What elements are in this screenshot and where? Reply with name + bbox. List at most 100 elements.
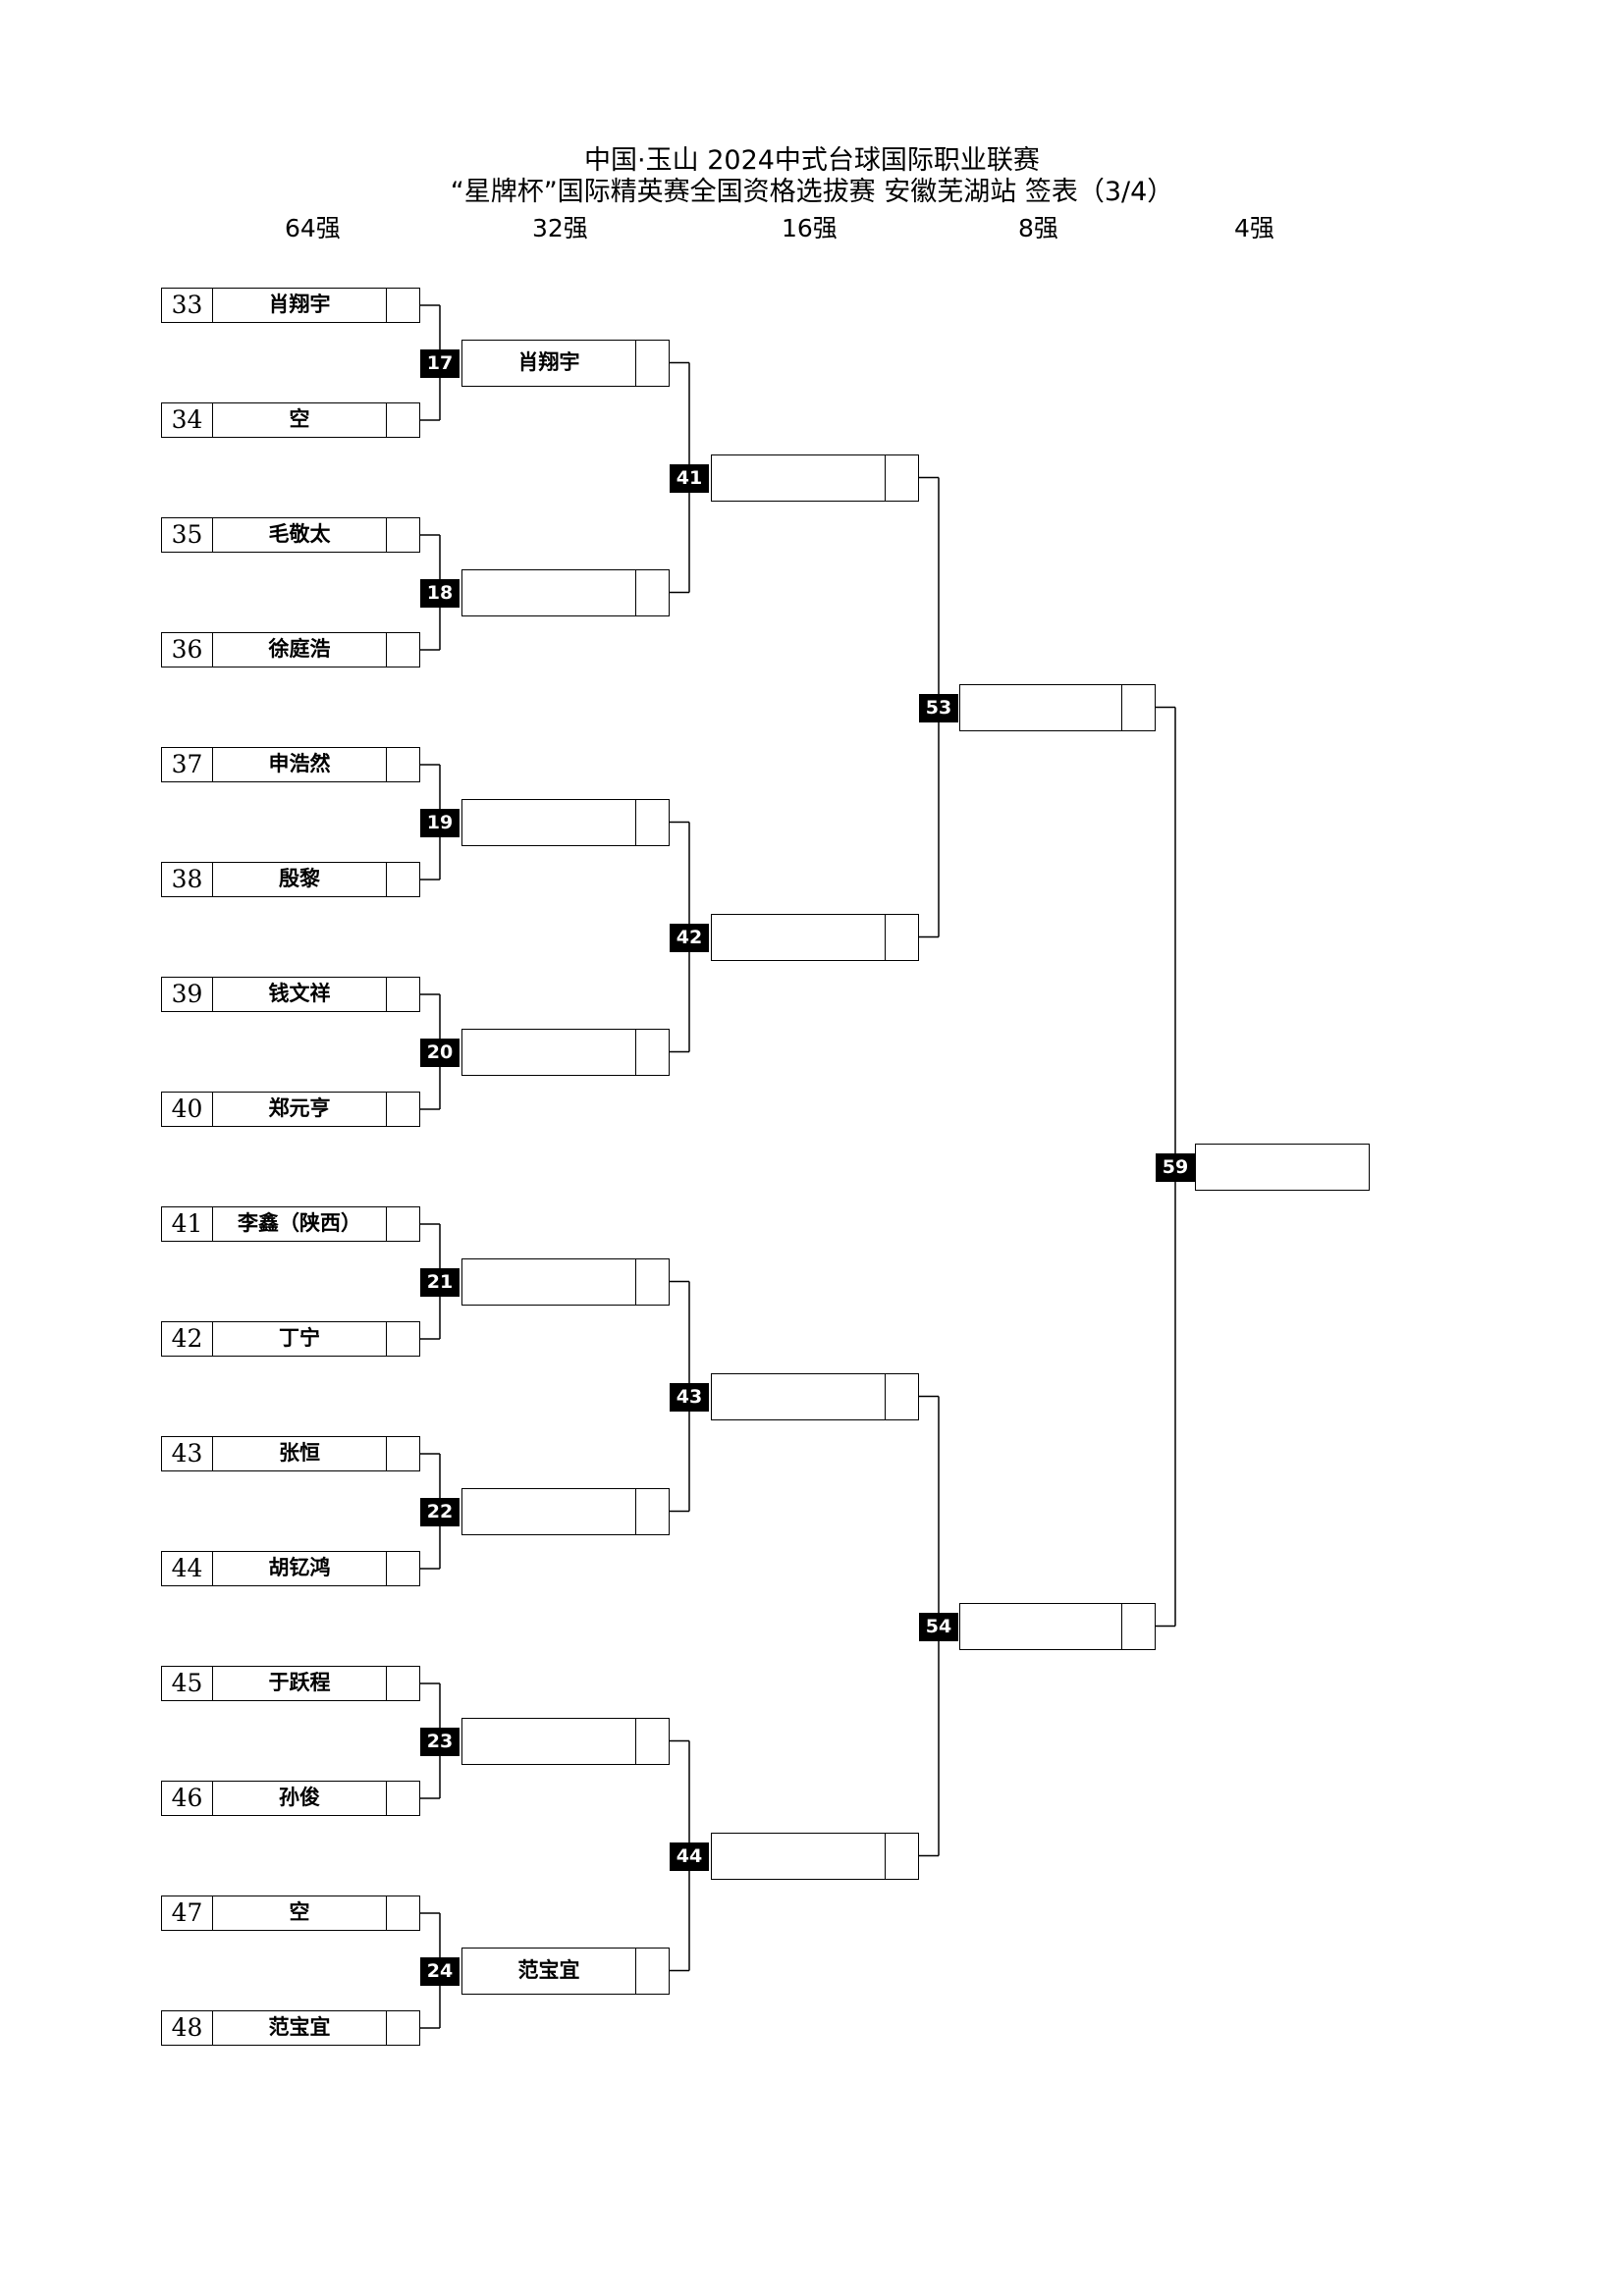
winner-name — [462, 1489, 635, 1534]
entry-seed: 41 — [162, 1207, 213, 1241]
match-number-badge: 41 — [670, 463, 709, 493]
entry-seed: 38 — [162, 863, 213, 896]
winner-name — [960, 1604, 1121, 1649]
match-winner-slot[interactable] — [711, 1372, 919, 1420]
winner-name: 肖翔宇 — [517, 349, 580, 374]
bracket-title: 中国·玉山 2024中式台球国际职业联赛 — [584, 145, 1040, 176]
winner-score-cell[interactable] — [635, 1029, 669, 1075]
winner-name — [462, 570, 635, 615]
entry-score-cell[interactable] — [386, 748, 419, 781]
match-number-badge: 22 — [420, 1497, 460, 1526]
entry-player-name: 徐庭浩 — [268, 637, 331, 661]
entry-seed: 37 — [162, 748, 213, 781]
winner-name: 范宝宜 — [517, 1957, 580, 1982]
winner-name — [462, 1719, 635, 1764]
entry-score-cell[interactable] — [386, 403, 419, 437]
entry-score-cell[interactable] — [386, 1437, 419, 1470]
round-header-8: 8强 — [1018, 214, 1058, 242]
winner-score-cell[interactable] — [635, 1718, 669, 1764]
match-winner-slot[interactable] — [959, 1602, 1156, 1650]
entry-player-name: 殷黎 — [279, 867, 320, 890]
round-header-16: 16强 — [782, 214, 838, 242]
match-number-badge: 59 — [1156, 1152, 1195, 1182]
entry-score-cell[interactable] — [386, 2011, 419, 2045]
round-header-64: 64强 — [285, 214, 341, 242]
winner-score-cell[interactable] — [635, 340, 669, 386]
entry-player-name: 郑元亨 — [268, 1096, 331, 1120]
entry-player-name: 丁宁 — [279, 1326, 320, 1350]
entry-row[interactable]: 38 殷黎 — [161, 862, 420, 897]
match-number-badge: 21 — [420, 1267, 460, 1297]
winner-score-cell[interactable] — [635, 569, 669, 615]
entry-seed: 40 — [162, 1093, 213, 1126]
entry-score-cell[interactable] — [386, 289, 419, 322]
entry-score-cell[interactable] — [386, 978, 419, 1011]
match-winner-slot[interactable] — [959, 683, 1156, 731]
match-winner-slot[interactable]: 肖翔宇 — [461, 339, 670, 387]
winner-name — [462, 800, 635, 845]
entry-score-cell[interactable] — [386, 863, 419, 896]
winner-score-cell[interactable] — [885, 1373, 918, 1419]
match-winner-slot[interactable] — [461, 1717, 670, 1765]
winner-score-cell[interactable] — [635, 1488, 669, 1534]
entry-score-cell[interactable] — [386, 518, 419, 552]
match-winner-slot[interactable] — [461, 1028, 670, 1076]
entry-seed: 43 — [162, 1437, 213, 1470]
match-number-badge: 24 — [420, 1956, 460, 1986]
winner-score-cell[interactable] — [635, 1948, 669, 1994]
winner-name — [462, 1030, 635, 1075]
match-winner-slot[interactable] — [461, 1487, 670, 1535]
entry-player-name: 李鑫（陕西） — [238, 1211, 361, 1235]
winner-score-cell[interactable] — [1121, 1603, 1155, 1649]
winner-score-cell[interactable] — [635, 1258, 669, 1305]
match-winner-slot[interactable] — [1195, 1143, 1370, 1191]
entry-score-cell[interactable] — [386, 1667, 419, 1700]
entry-score-cell[interactable] — [386, 1322, 419, 1356]
entry-row[interactable]: 42 丁宁 — [161, 1321, 420, 1357]
winner-score-cell[interactable] — [1121, 684, 1155, 730]
entry-score-cell[interactable] — [386, 1207, 419, 1241]
match-winner-slot[interactable] — [711, 1832, 919, 1880]
winner-score-cell[interactable] — [885, 1833, 918, 1879]
entry-score-cell[interactable] — [386, 1896, 419, 1930]
entry-score-cell[interactable] — [386, 1552, 419, 1585]
match-winner-slot[interactable] — [461, 568, 670, 616]
match-winner-slot[interactable] — [711, 454, 919, 502]
match-winner-slot[interactable] — [461, 1257, 670, 1306]
entry-score-cell[interactable] — [386, 633, 419, 667]
entry-player-name: 范宝宜 — [268, 2015, 331, 2039]
winner-score-cell[interactable] — [885, 914, 918, 960]
entry-seed: 47 — [162, 1896, 213, 1930]
entry-seed: 33 — [162, 289, 213, 322]
entry-row[interactable]: 40 郑元亨 — [161, 1092, 420, 1127]
winner-name — [462, 1259, 635, 1305]
entry-score-cell[interactable] — [386, 1093, 419, 1126]
winner-name — [960, 685, 1121, 730]
match-winner-slot[interactable]: 范宝宜 — [461, 1947, 670, 1995]
winner-name — [712, 455, 885, 501]
round-header-32: 32强 — [532, 214, 588, 242]
winner-name — [712, 915, 885, 960]
match-number-badge: 53 — [919, 693, 958, 722]
entry-score-cell[interactable] — [386, 1782, 419, 1815]
match-winner-slot[interactable] — [711, 913, 919, 961]
entry-seed: 42 — [162, 1322, 213, 1356]
match-winner-slot[interactable] — [461, 798, 670, 846]
winner-score-cell[interactable] — [635, 799, 669, 845]
entry-row[interactable]: 41 李鑫（陕西） — [161, 1206, 420, 1242]
winner-name — [1196, 1145, 1369, 1190]
winner-score-cell[interactable] — [885, 454, 918, 501]
entry-seed: 46 — [162, 1782, 213, 1815]
